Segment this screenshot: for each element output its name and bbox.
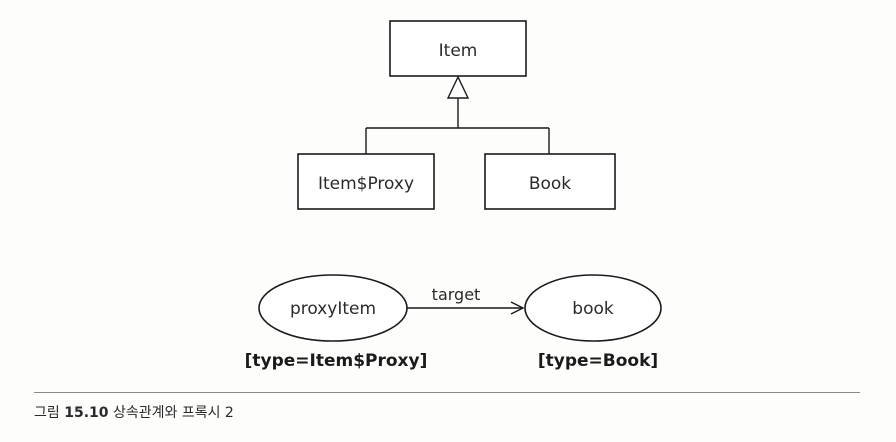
inheritance-arrow-icon: [446, 75, 470, 99]
book-class-box: [484, 153, 616, 210]
caption-title: 상속관계와 프록시 2: [112, 405, 234, 421]
target-edge-label: target: [432, 285, 481, 304]
caption-prefix: 그림: [34, 405, 60, 421]
target-edge: target: [407, 285, 525, 315]
caption-number: 15.10: [64, 405, 109, 421]
item-proxy-class-box: [297, 153, 435, 210]
figure-caption: 그림 15.10 상속관계와 프록시 2: [34, 402, 234, 422]
inheritance-connector: [365, 75, 550, 154]
book-class: Book: [484, 153, 616, 210]
class-diagram: Item Item$Proxy Book proxyItem bo: [245, 20, 662, 371]
item-class-box: [389, 20, 527, 77]
book-type-label: [type=Book]: [538, 351, 658, 371]
book-class-label: Book: [529, 174, 571, 194]
book-object: book: [524, 274, 662, 342]
item-proxy-class: Item$Proxy: [297, 153, 435, 210]
item-proxy-class-label: Item$Proxy: [318, 174, 414, 194]
proxy-item-label: proxyItem: [290, 299, 376, 319]
book-object-label: book: [572, 299, 614, 319]
item-class-label: Item: [439, 41, 478, 61]
item-class: Item: [389, 20, 527, 77]
caption-divider: [34, 392, 860, 393]
proxy-item-object: proxyItem: [258, 274, 408, 342]
target-arrow-head-icon: [510, 301, 525, 315]
proxy-type-label: [type=Item$Proxy]: [245, 351, 428, 371]
book-ellipse: [524, 274, 662, 342]
